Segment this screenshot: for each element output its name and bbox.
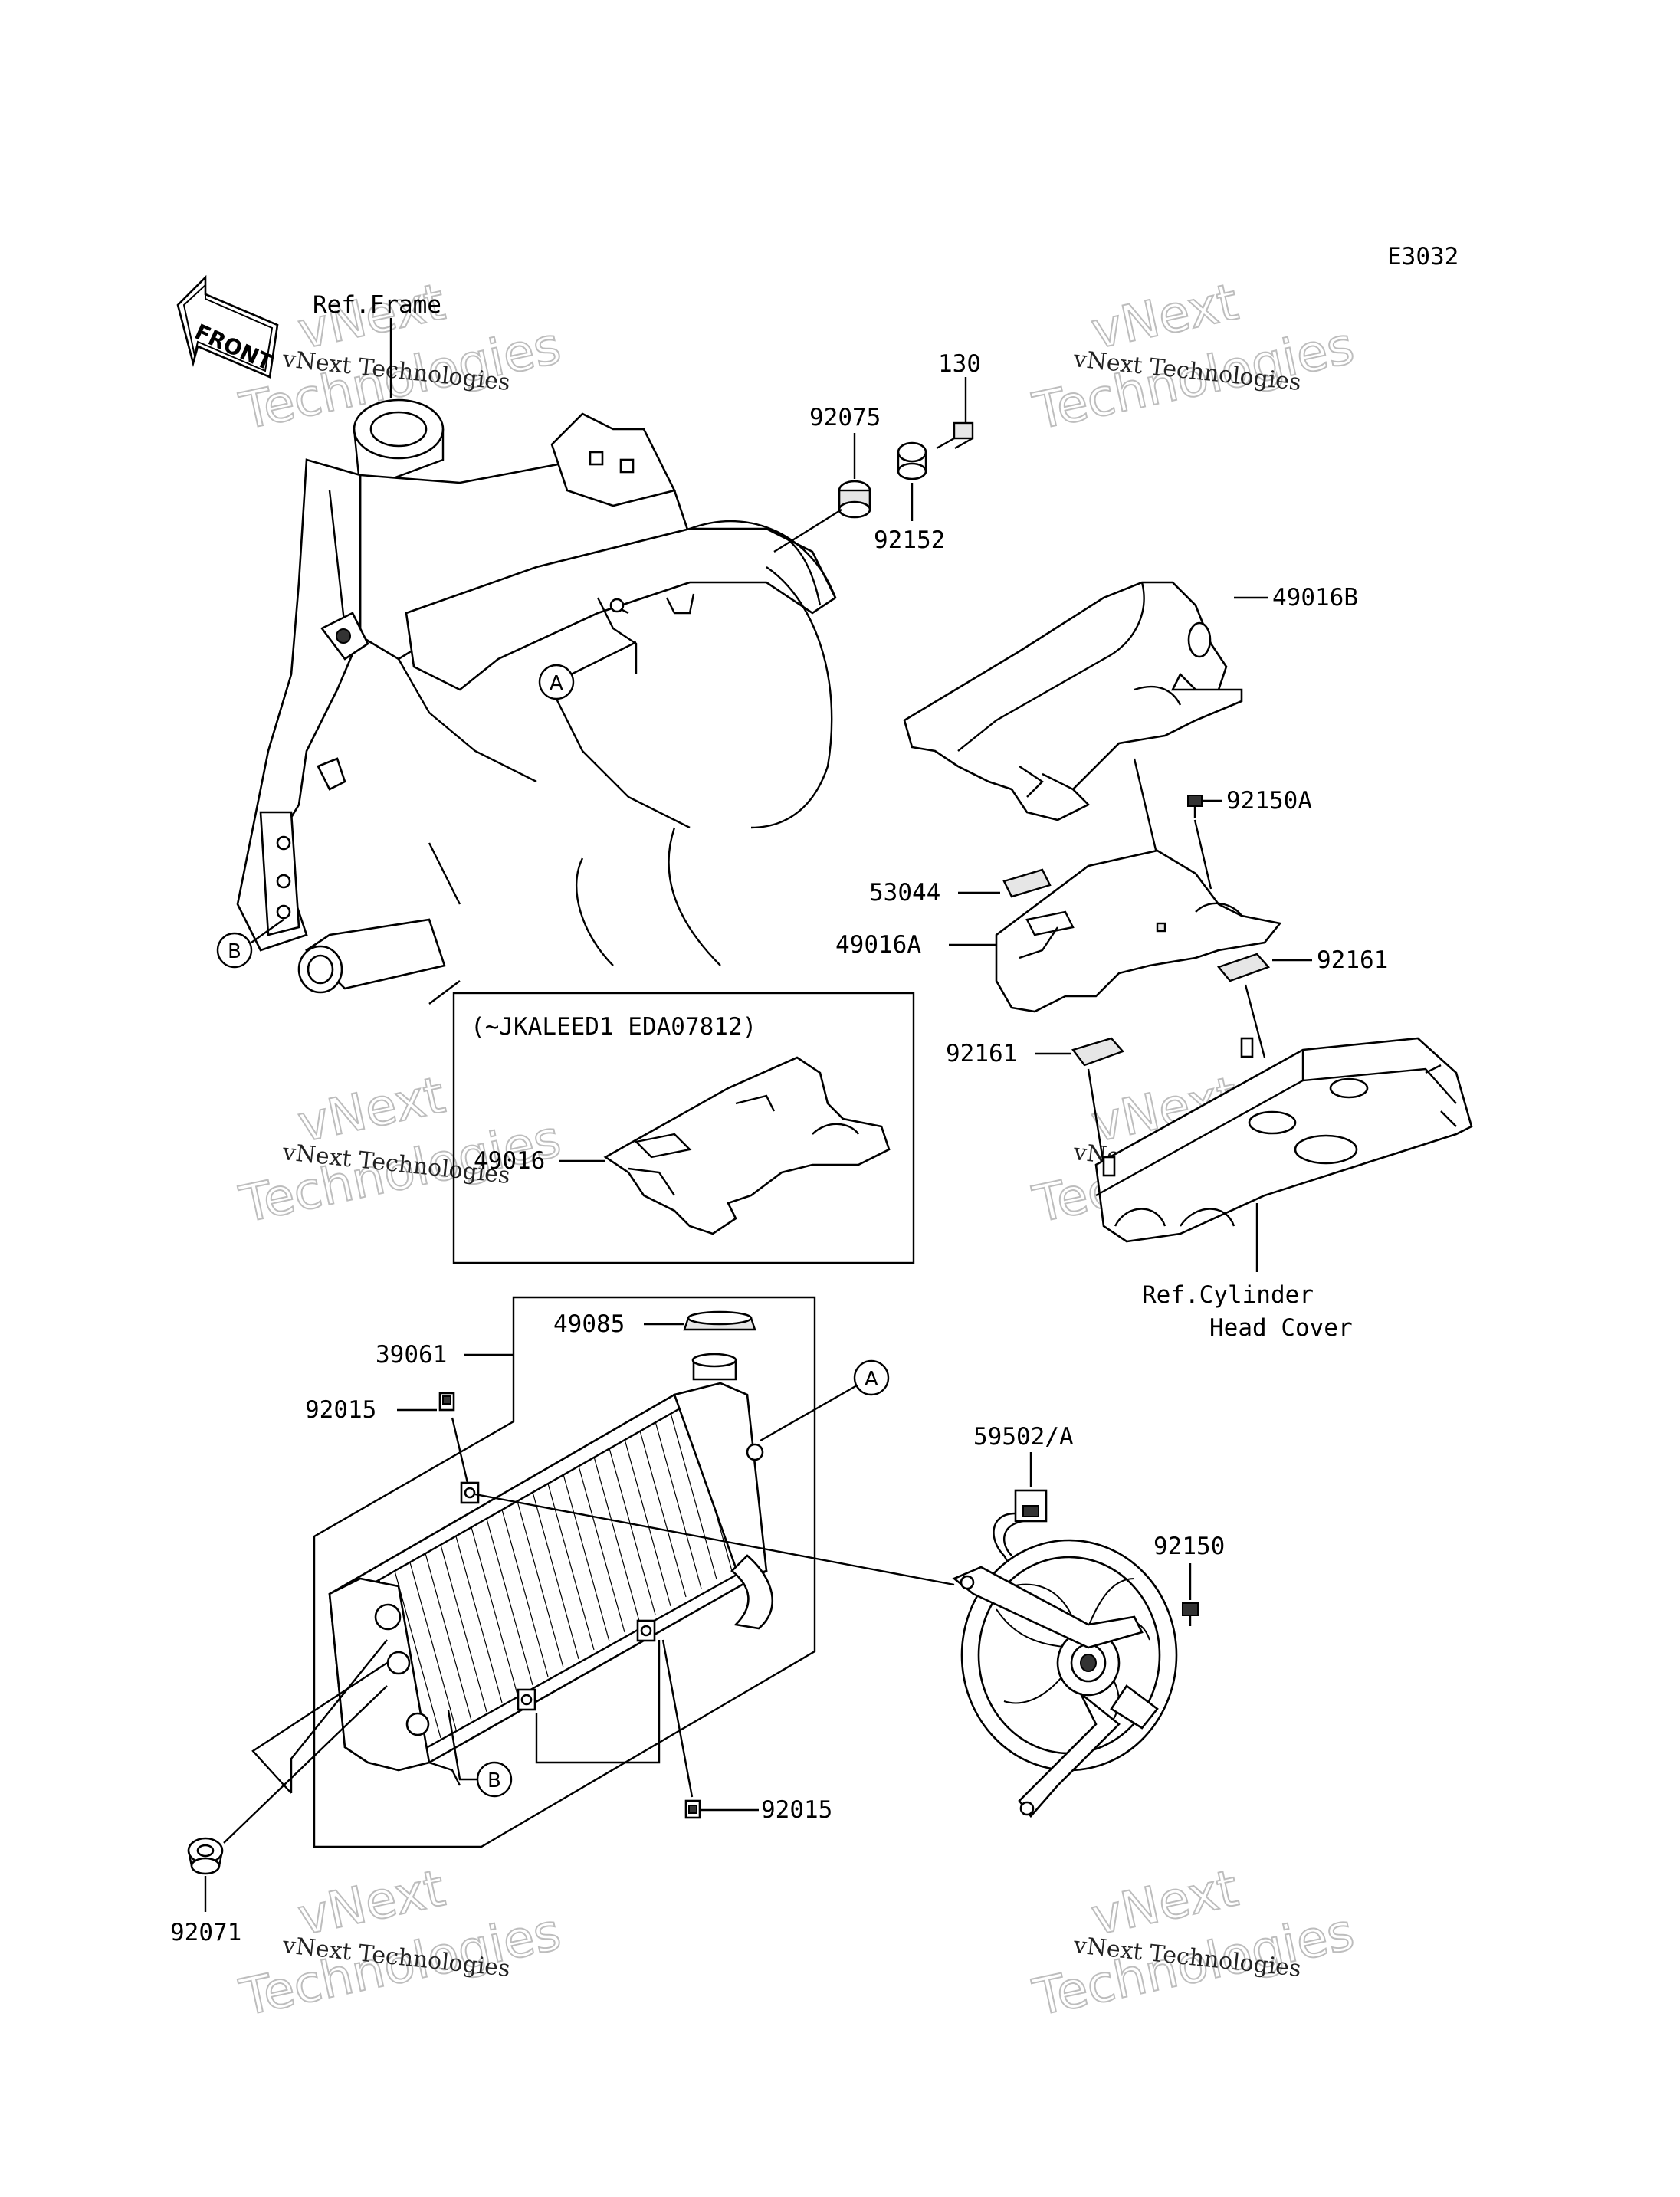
- clip-nut-92015-top-icon: [438, 1392, 455, 1412]
- callout-a-frame: [538, 664, 575, 700]
- part-label-92150: 92150: [1153, 1533, 1225, 1560]
- part-label-92015-bottom: 92015: [761, 1796, 832, 1824]
- part-label-39061: 39061: [376, 1341, 447, 1369]
- part-label-92161-right: 92161: [1317, 946, 1388, 974]
- ref-cylinder-label-line2: Head Cover: [1209, 1314, 1353, 1342]
- watermark-top-right: vNext Technologies vNext Technologies: [1027, 271, 1360, 442]
- bolt-92150-icon: [1182, 1602, 1199, 1626]
- pad-92161-left-icon: [1071, 1037, 1125, 1067]
- inset-box: [452, 992, 915, 1264]
- clip-nut-92015-bottom-icon: [684, 1799, 701, 1819]
- part-label-130: 130: [938, 350, 981, 378]
- bolt-130-icon: [936, 421, 974, 450]
- fan-connector-icon: [1014, 1489, 1048, 1523]
- watermark-bottom-left: vNext Technologies vNext Technologies: [234, 1858, 566, 2028]
- radiator-assembly-outline: [313, 1296, 816, 1848]
- part-label-92075: 92075: [809, 404, 881, 431]
- watermark-bottom-right: vNext Technologies vNext Technologies: [1027, 1858, 1360, 2028]
- part-label-92152: 92152: [874, 526, 945, 554]
- part-label-49016b: 49016B: [1272, 584, 1358, 612]
- svg-text:B: B: [228, 940, 241, 963]
- part-label-92150a: 92150A: [1226, 787, 1312, 815]
- part-label-53044: 53044: [869, 879, 940, 907]
- svg-text:A: A: [865, 1368, 878, 1391]
- svg-text:B: B: [487, 1769, 501, 1792]
- radiator-core-drawing: [328, 1382, 774, 1786]
- grommet-92075-icon: [838, 480, 871, 519]
- part-label-59502: 59502/A: [973, 1423, 1074, 1451]
- part-label-49016: 49016: [474, 1147, 545, 1175]
- front-arrow-icon: FRONT: [176, 274, 279, 379]
- cover-49016b-drawing: [903, 581, 1243, 821]
- callout-b-frame: [216, 932, 253, 969]
- svg-text:A: A: [550, 672, 563, 695]
- frame-drawing: [236, 398, 837, 1005]
- part-label-92161-left: 92161: [946, 1040, 1017, 1067]
- collar-92152-icon: [897, 441, 927, 480]
- part-label-49085: 49085: [553, 1310, 625, 1338]
- radiator-cap-49085-icon: [683, 1310, 756, 1381]
- cover-49016-drawing: [603, 1056, 891, 1235]
- fan-assembly-drawing: [952, 1539, 1178, 1818]
- callout-a-radiator: [853, 1359, 890, 1396]
- inset-note: (~JKALEED1 EDA07812): [471, 1013, 756, 1041]
- diagram-code: E3032: [1387, 243, 1459, 271]
- grommet-92071-icon: [187, 1837, 224, 1875]
- cylinder-head-cover-drawing: [1094, 1037, 1473, 1243]
- cover-49016a-drawing: [995, 849, 1282, 1013]
- bolt-92150a-icon: [1187, 795, 1203, 818]
- pad-53044-icon: [1002, 868, 1052, 898]
- part-label-92071: 92071: [170, 1919, 241, 1946]
- ref-frame-label: Ref.Frame: [313, 291, 441, 319]
- part-label-49016a: 49016A: [835, 931, 921, 959]
- part-label-92015-top: 92015: [305, 1396, 376, 1424]
- ref-cylinder-label-line1: Ref.Cylinder: [1142, 1281, 1314, 1309]
- pad-92161-right-icon: [1216, 953, 1271, 982]
